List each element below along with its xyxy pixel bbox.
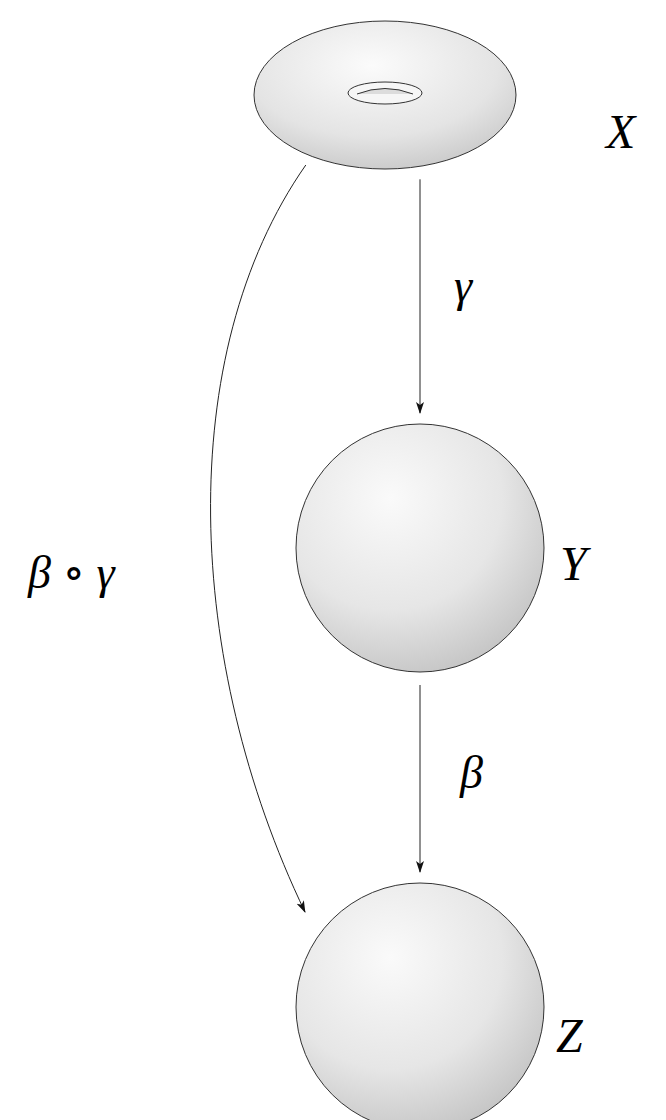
- sphere-shape: [295, 423, 545, 673]
- sphere-node: Z: [295, 882, 545, 1120]
- space-name: X: [606, 108, 635, 156]
- space-name: Y: [560, 540, 587, 588]
- map-label: β: [460, 750, 483, 796]
- map-arrow: [420, 685, 421, 872]
- map-label: β ∘ γ: [28, 550, 115, 596]
- torus-node: X: [253, 20, 517, 170]
- sphere-node: Y: [295, 423, 545, 673]
- map-arrow: [211, 165, 306, 912]
- map-arrow: [420, 179, 421, 413]
- map-label: γ: [454, 263, 472, 309]
- sphere-shape: [295, 882, 545, 1120]
- torus-shape: [253, 20, 517, 170]
- space-name: Z: [556, 1012, 583, 1060]
